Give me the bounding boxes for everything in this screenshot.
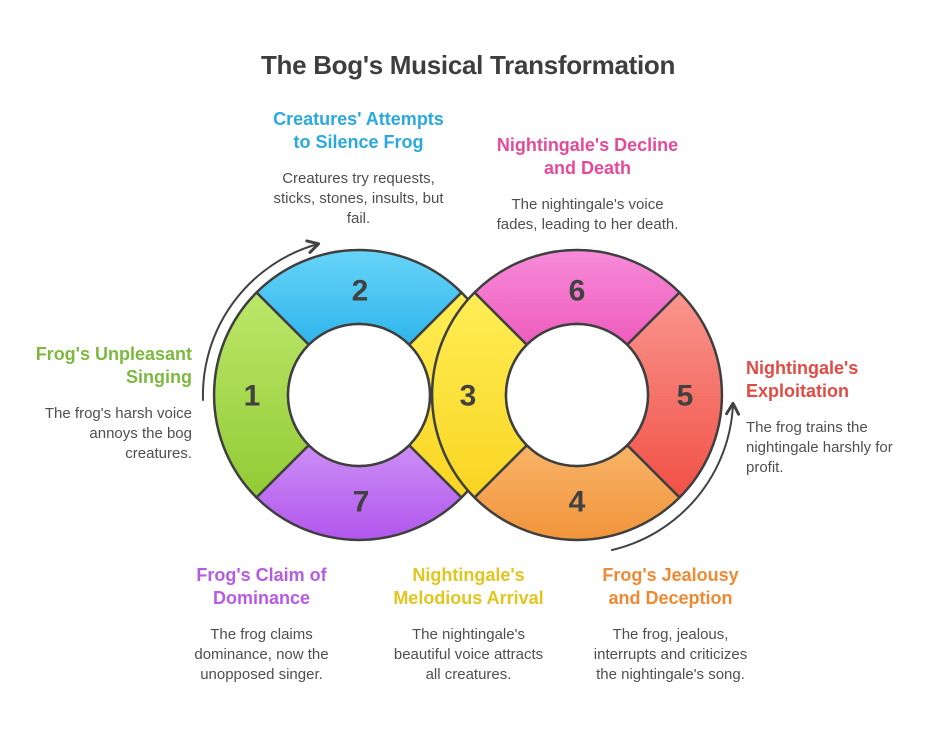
segment-3-number: 3: [460, 380, 477, 413]
step-5-description: The frog trains the nightingale harshly …: [746, 419, 893, 476]
flow-arrow-right-upward: [611, 401, 741, 551]
step-label-6: Nightingale's Decline and Death The nigh…: [447, 134, 728, 235]
step-label-1: Frog's Unpleasant Singing The frog's har…: [6, 343, 192, 464]
step-7-heading: Frog's Claim of Dominance: [196, 565, 327, 608]
segment-4-number: 4: [569, 486, 586, 519]
step-label-7: Frog's Claim of Dominance The frog claim…: [121, 564, 402, 685]
segment-1-number: 1: [244, 380, 261, 413]
segment-6-number: 6: [569, 275, 586, 308]
step-label-3: Nightingale's Melodious Arrival The nigh…: [328, 564, 609, 685]
step-5-heading: Nightingale's Exploitation: [746, 358, 859, 401]
step-2-description: Creatures try requests, sticks, stones, …: [273, 170, 444, 227]
step-4-heading: Frog's Jealousy and Deception: [602, 565, 739, 608]
step-1-heading: Frog's Unpleasant Singing: [35, 344, 192, 387]
step-3-heading: Nightingale's Melodious Arrival: [393, 565, 544, 608]
segment-2-number: 2: [352, 275, 369, 308]
step-3-description: The nightingale's beautiful voice attrac…: [393, 626, 544, 683]
step-label-4: Frog's Jealousy and Deception The frog, …: [530, 564, 811, 685]
step-7-description: The frog claims dominance, now the unopp…: [194, 626, 329, 683]
step-2-heading: Creatures' Attempts to Silence Frog: [273, 109, 444, 152]
step-4-description: The frog, jealous, interrupts and critic…: [593, 626, 748, 683]
segment-7-number: 7: [353, 486, 370, 519]
right-ring-hole: [504, 322, 650, 468]
step-6-description: The nightingale's voice fades, leading t…: [496, 196, 679, 233]
left-ring-hole: [286, 322, 432, 468]
step-label-2: Creatures' Attempts to Silence Frog Crea…: [218, 108, 499, 229]
page-title: The Bog's Musical Transformation: [260, 50, 676, 80]
step-label-5: Nightingale's Exploitation The frog trai…: [746, 357, 932, 478]
step-6-heading: Nightingale's Decline and Death: [496, 135, 679, 178]
flow-arrow-left-clockwise: [201, 239, 321, 401]
step-1-description: The frog's harsh voice annoys the bog cr…: [44, 405, 192, 462]
segment-5-number: 5: [677, 380, 694, 413]
